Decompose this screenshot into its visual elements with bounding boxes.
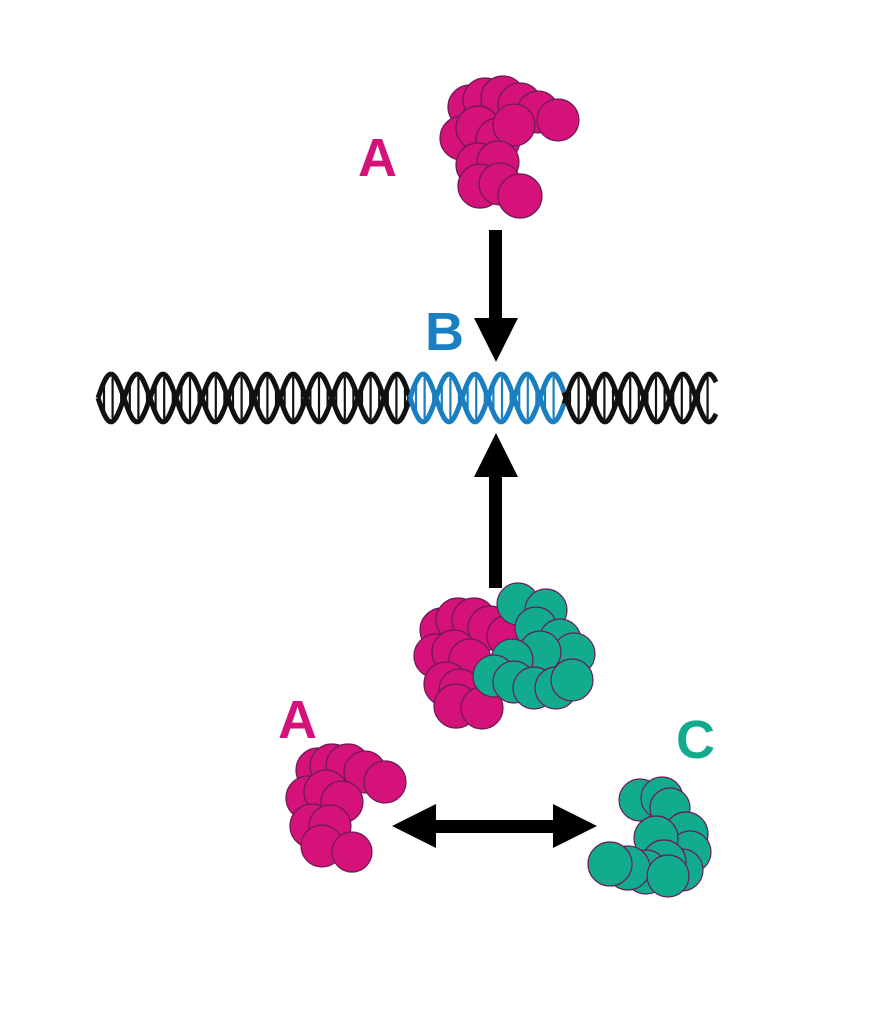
protein-a-subunit [331,831,373,873]
protein-c-subunit [646,854,690,898]
label-a-bottom: A [278,690,317,750]
protein-complex-ac [413,582,596,730]
label-c: C [676,710,715,770]
label-a-top: A [358,128,397,188]
protein-a-subunit [497,173,543,219]
label-b: B [425,302,464,362]
dna-helix [95,371,719,425]
dna-strand [561,371,719,425]
protein-a-subunit [492,103,536,147]
protein-c-subunit [587,841,633,887]
dna-binding-site-b [407,371,567,425]
protein-a-subunit [536,98,580,142]
dna-strand [561,371,719,425]
protein-c [587,776,712,898]
complex-c-subunit [550,658,594,702]
protein-a-top [439,75,580,219]
protein-a-bottom [285,743,407,873]
arrow-up-to-dna [474,433,518,588]
dna-strand [95,371,413,425]
protein-a-subunit [363,760,407,804]
arrow-down-to-dna [474,230,518,362]
arrow-bidirectional [392,804,597,848]
